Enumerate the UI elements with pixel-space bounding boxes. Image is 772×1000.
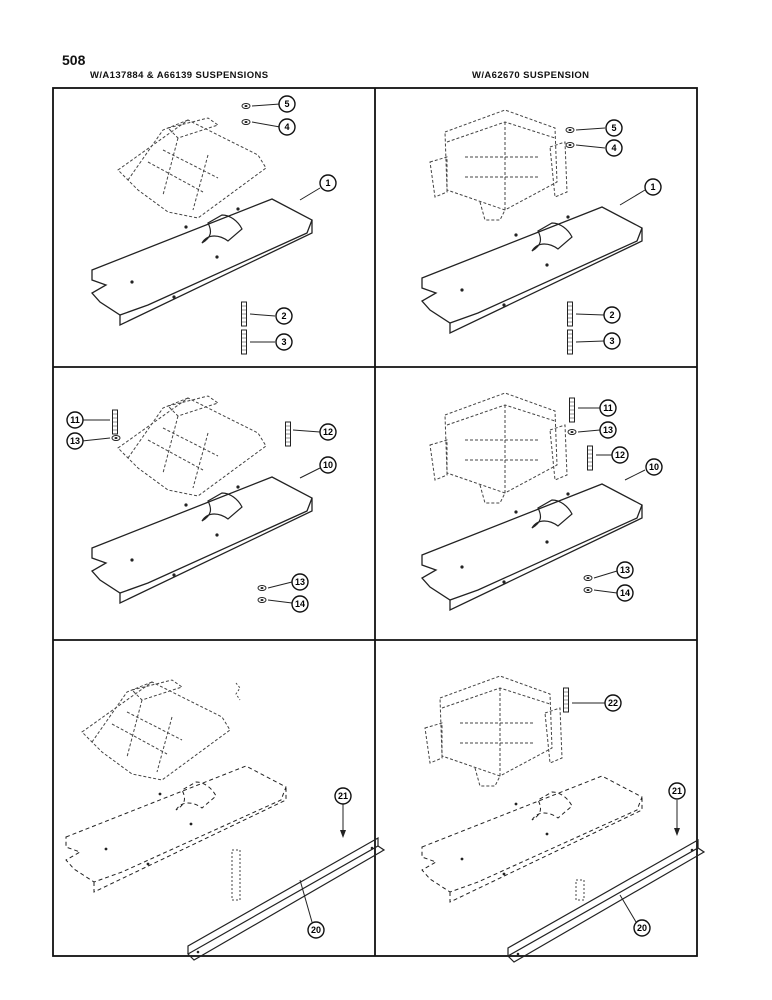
callout-14: 14 bbox=[295, 599, 305, 609]
callout-5: 5 bbox=[611, 123, 616, 133]
callout-4: 4 bbox=[611, 143, 616, 153]
floor-plate bbox=[65, 765, 287, 893]
side-rail bbox=[507, 839, 705, 963]
callout-14: 14 bbox=[620, 588, 630, 598]
washer-part bbox=[241, 119, 251, 125]
stud-part bbox=[241, 329, 247, 355]
suspension-bracket bbox=[429, 109, 568, 221]
bolt-part bbox=[569, 397, 575, 423]
floor-plate bbox=[421, 775, 643, 903]
pin-part bbox=[241, 301, 247, 327]
panel-middle-right: 11 13 12 10 13 14 bbox=[421, 392, 663, 611]
nut-part bbox=[565, 127, 575, 133]
callout-10: 10 bbox=[323, 460, 333, 470]
floor-plate bbox=[91, 476, 313, 604]
header-left-suspensions: W/A137884 & A66139 SUSPENSIONS bbox=[90, 70, 269, 81]
callout-5: 5 bbox=[284, 99, 289, 109]
bolt-part bbox=[563, 687, 569, 713]
callout-21: 21 bbox=[338, 791, 348, 801]
suspension-bracket bbox=[424, 675, 563, 787]
callout-1: 1 bbox=[325, 178, 330, 188]
callout-13: 13 bbox=[620, 565, 630, 575]
washer-part bbox=[257, 585, 267, 591]
callout-21: 21 bbox=[672, 786, 682, 796]
suspension-bracket bbox=[117, 117, 267, 219]
floor-plate bbox=[91, 198, 313, 326]
callout-20: 20 bbox=[311, 925, 321, 935]
callout-3: 3 bbox=[609, 336, 614, 346]
panel-top-left: 5 4 1 2 3 bbox=[91, 95, 337, 355]
callout-13: 13 bbox=[295, 577, 305, 587]
header-right-suspension: W/A62670 SUSPENSION bbox=[472, 70, 590, 81]
nut-part bbox=[583, 587, 593, 593]
callout-4: 4 bbox=[284, 122, 289, 132]
callout-20: 20 bbox=[637, 923, 647, 933]
callout-2: 2 bbox=[609, 310, 614, 320]
suspension-bracket bbox=[429, 392, 568, 504]
washer-part bbox=[567, 429, 577, 435]
side-rail bbox=[187, 837, 385, 961]
nut-part bbox=[241, 103, 251, 109]
panel-top-right: 5 4 1 2 3 bbox=[421, 109, 662, 355]
page-number: 508 bbox=[62, 52, 86, 68]
callout-13: 13 bbox=[70, 436, 80, 446]
callout-11: 11 bbox=[603, 403, 613, 413]
panel-middle-left: 11 13 12 10 13 14 bbox=[66, 395, 337, 613]
callout-1: 1 bbox=[650, 182, 655, 192]
bolt-part bbox=[112, 409, 118, 435]
stud-part bbox=[567, 329, 573, 355]
callout-22: 22 bbox=[608, 698, 618, 708]
suspension-bracket bbox=[117, 395, 267, 497]
callout-12: 12 bbox=[323, 427, 333, 437]
callout-2: 2 bbox=[281, 311, 286, 321]
washer-part bbox=[111, 435, 121, 441]
floor-plate bbox=[421, 483, 643, 611]
callout-11: 11 bbox=[70, 415, 80, 425]
bolt-part bbox=[587, 445, 593, 471]
bolt-part bbox=[285, 421, 291, 447]
callout-13: 13 bbox=[603, 425, 613, 435]
panel-bottom-left: 21 20 bbox=[65, 679, 385, 961]
callout-12: 12 bbox=[615, 450, 625, 460]
callout-3: 3 bbox=[281, 337, 286, 347]
callout-10: 10 bbox=[649, 462, 659, 472]
panel-bottom-right: 22 21 20 bbox=[421, 675, 705, 963]
suspension-bracket bbox=[81, 679, 231, 781]
washer-part bbox=[583, 575, 593, 581]
pin-part bbox=[567, 301, 573, 327]
washer-part bbox=[565, 142, 575, 148]
nut-part bbox=[257, 597, 267, 603]
